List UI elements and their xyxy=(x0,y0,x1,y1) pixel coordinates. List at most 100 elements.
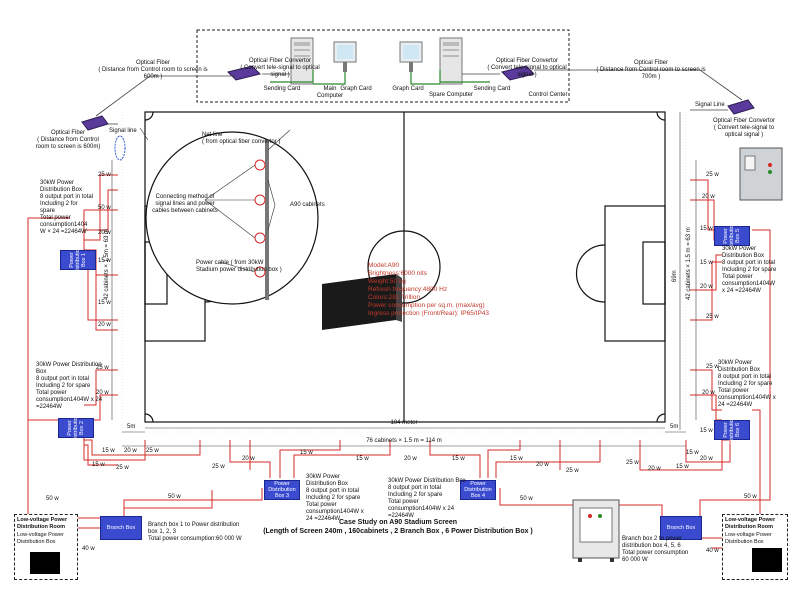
wire-label: 50 w xyxy=(98,205,111,211)
power-distribution-box-6: Power Distribution Box 6 xyxy=(714,416,750,444)
spec-power: Power consumption per sq.m. (max/avg) xyxy=(368,302,485,309)
wire-label: 50 w xyxy=(520,496,533,502)
wire-label: 20 w xyxy=(404,456,417,462)
room-right-sub: Low-voltage Power Distribution Box xyxy=(725,532,772,545)
box-2-description: 30kW Power Distribution Box 8 output por… xyxy=(36,362,103,410)
fiber-top-left-label: Optical Fiber ( Distance from Control ro… xyxy=(98,60,208,80)
wire-label: 25 w xyxy=(706,364,719,370)
wire-label: 20 w xyxy=(124,448,137,454)
wire-label: 25 w xyxy=(116,465,129,471)
branch-box-1-description: Branch box 1 to Power distribution box 1… xyxy=(148,522,242,542)
wire-label: 25 w xyxy=(706,314,719,320)
wire-label: 15 w xyxy=(102,448,115,454)
converter-right-label: Optical Fiber Convertor ( Convert tele-s… xyxy=(487,58,567,78)
control-center-label: Control Center xyxy=(528,92,568,98)
low-voltage-box-left xyxy=(30,552,60,574)
fiber-left-label: Optical Fiber ( Distance from Control ro… xyxy=(35,130,101,150)
wire-label: 25 w xyxy=(96,365,109,371)
bottom-outer-dimension: 76 cabinets × 1.5 m = 114 m xyxy=(366,438,442,444)
wire-label: 15 w xyxy=(700,428,713,434)
wire-label: 20 w xyxy=(700,456,713,462)
room-left-sub: Low-voltage Power Distribution Box xyxy=(17,532,64,545)
wire-label: 15 w xyxy=(700,226,713,232)
caption-title: Case Study on A90 Stadium Screen xyxy=(339,519,457,526)
wire-label: 20 w xyxy=(702,390,715,396)
sending-card-right-label: Sending Card xyxy=(473,86,511,92)
box-6-description: 30kW Power Distribution Box 8 output por… xyxy=(718,360,776,408)
spec-refresh: Refresh frequency:4800 Hz xyxy=(368,286,448,293)
power-distribution-box-1: Power Distribution Box 1 xyxy=(60,246,96,274)
wire-label: 25 w xyxy=(566,468,579,474)
signal-line-right-label: Signal Line xyxy=(695,102,725,108)
converter-left-label: Optical Fiber Convertor ( Convert tele-s… xyxy=(240,58,320,78)
corner-right-dimension: 5m xyxy=(670,424,679,430)
box-5-description: 30kW Power Distribution Box 8 output por… xyxy=(722,246,777,294)
wire-label: 40 w xyxy=(82,546,95,552)
wire-label: 15 w xyxy=(92,462,105,468)
power-distribution-box-4: Power Distribution Box 4 xyxy=(460,480,496,500)
bottom-inner-dimension: 104 meter xyxy=(390,420,418,426)
fiber-top-right-label: Optical Fiber ( Distance from Control ro… xyxy=(596,60,706,80)
spare-computer-label: Spare Computer xyxy=(428,92,474,98)
detail-cabinets-label: A90 cabinets xyxy=(290,202,325,208)
power-distribution-box-3: Power Distribution Box 3 xyxy=(264,480,300,500)
detail-net-line-label: Net line ( from optical fiber convertor … xyxy=(202,132,281,145)
wire-label: 40 w xyxy=(706,548,719,554)
wire-label: 15 w xyxy=(300,450,313,456)
right-outer-dimension: 69m xyxy=(672,270,678,282)
wire-label: 25 w xyxy=(212,464,225,470)
wire-label: 20 w xyxy=(96,390,109,396)
corner-left-dimension: 5m xyxy=(127,424,136,430)
screen-ticks xyxy=(121,112,687,433)
detail-magnifier xyxy=(139,127,319,305)
power-cabinet-bottom-icon xyxy=(572,499,620,562)
wire-label: 20 w xyxy=(98,230,111,236)
graph-card-right-label: Graph Card xyxy=(392,86,424,92)
low-voltage-box-right xyxy=(752,548,782,572)
dimension-lines xyxy=(111,112,697,447)
wire-label: 20 w xyxy=(242,456,255,462)
caption-subtitle: (Length of Screen 240m , 160cabinets , 2… xyxy=(263,528,533,535)
room-right-title: Low-voltage Power Distribution Room xyxy=(725,517,776,530)
box-3-description: 30kW Power Distribution Box 8 output por… xyxy=(306,474,364,522)
wire-label: 15 w xyxy=(510,456,523,462)
box-4-description: 30kW Power Distribution Box 8 output por… xyxy=(388,478,466,519)
wire-label: 25 w xyxy=(626,460,639,466)
wire-label: 15 w xyxy=(98,300,111,306)
detail-connecting-label: Connecting method of signal lines and po… xyxy=(152,194,218,214)
right-side-dimension: 42 cabinets × 1.5 m = 63 m xyxy=(686,227,692,300)
signal-line-left-label: Signal line xyxy=(109,128,137,134)
main-computer-icon xyxy=(290,37,357,85)
power-distribution-box-2: Power Distribution Box 2 xyxy=(58,414,94,442)
box-1-description: 30kW Power Distribution Box 8 output por… xyxy=(40,180,94,235)
wire-label: 25 w xyxy=(98,172,111,178)
wire-label: 15 w xyxy=(356,456,369,462)
branch-box-1: Branch Box xyxy=(100,516,142,540)
control-room-border xyxy=(196,29,570,103)
branch-box-2-description: Branch box 2 to power distribution box 4… xyxy=(622,536,689,563)
fiber-lines xyxy=(95,69,743,125)
room-left-title: Low-voltage Power Distribution Room xyxy=(17,517,68,530)
spec-weight: Weight:50 kg xyxy=(368,278,406,285)
graph-card-left-label: Graph Card xyxy=(340,86,372,92)
card-cables xyxy=(270,70,490,85)
signal-detail-ellipse xyxy=(114,135,126,161)
wire-label: 15 w xyxy=(700,260,713,266)
wire-label: 50 w xyxy=(46,496,59,502)
wire-label: 20 w xyxy=(648,466,661,472)
power-distribution-box-5: Power Distribution Box 5 xyxy=(714,222,750,250)
main-computer-label: Main Computer xyxy=(316,86,344,99)
wire-label: 15 w xyxy=(686,450,699,456)
wire-label: 20 w xyxy=(536,462,549,468)
fiber-converters xyxy=(81,65,755,131)
wire-label: 20 w xyxy=(98,322,111,328)
wire-label: 25 w xyxy=(146,448,159,454)
wire-label: 50 w xyxy=(744,494,757,500)
wire-label: 20 w xyxy=(700,284,713,290)
spec-model: Model:A90 xyxy=(368,262,400,269)
spec-colors: Colors:281 Trillion xyxy=(368,294,421,301)
spec-ingress: Ingress protection (Front/Rear): IP65/IP… xyxy=(368,310,490,317)
wire-label: 15 w xyxy=(676,464,689,470)
